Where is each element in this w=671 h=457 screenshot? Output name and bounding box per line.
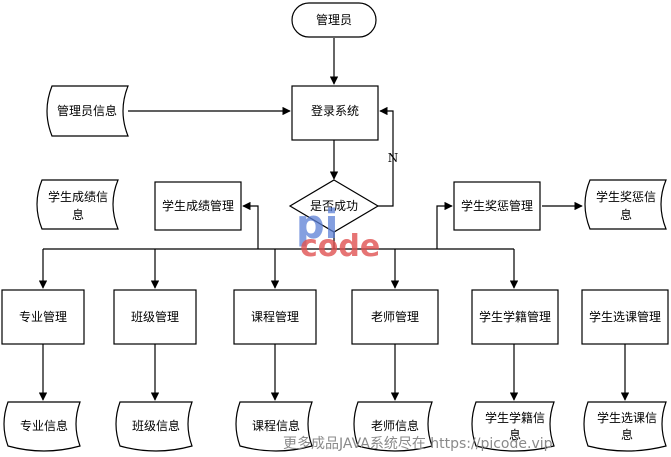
course-info-store [235, 401, 313, 452]
major-mgmt-box [1, 289, 85, 345]
watermark-logo-pi: pi [296, 202, 338, 248]
watermark-footer: 更多成品JAVA系统尽在 https://picode.vip [283, 435, 553, 452]
class-info-store [115, 401, 193, 452]
course-mgmt-box [233, 289, 317, 345]
score-info-label-line2: 息 [72, 207, 84, 222]
login-label: 登录系统 [311, 103, 359, 118]
reward-mgmt-label: 学生奖惩管理 [461, 198, 533, 213]
major-info-store [3, 401, 81, 452]
watermark-logo: pi code [296, 202, 380, 264]
select-info-store [583, 401, 667, 452]
edge-decision-no-loop [378, 106, 394, 207]
score-mgmt-label: 学生成绩管理 [162, 198, 234, 213]
course-mgmt-label: 课程管理 [251, 309, 299, 324]
select-info-label-line1: 学生选课信 [597, 410, 657, 425]
score-info-store [36, 179, 119, 230]
watermark-logo-code: code [300, 229, 380, 264]
select-mgmt-box [581, 289, 669, 345]
reward-info-label-line1: 学生奖惩信 [596, 189, 656, 204]
class-info-label: 班级信息 [132, 418, 180, 433]
roll-info-store [471, 401, 555, 452]
edge-to-reward-mgmt [436, 201, 453, 249]
decision-label: 是否成功 [310, 199, 358, 213]
roll-mgmt-box [471, 289, 559, 345]
connectors [38, 38, 630, 401]
teacher-info-store [353, 401, 433, 452]
reward-info-store [584, 179, 667, 230]
teacher-mgmt-label: 老师管理 [371, 309, 419, 324]
select-info-label-line2: 息 [621, 427, 633, 442]
class-mgmt-box [113, 289, 197, 345]
admin-label: 管理员 [316, 12, 352, 27]
no-branch-label: N [388, 151, 399, 165]
edge-to-score-mgmt [242, 201, 259, 249]
reward-info-label-line2: 息 [620, 207, 632, 222]
teacher-mgmt-box [351, 289, 439, 345]
admin-info-label: 管理员信息 [57, 103, 117, 118]
major-info-label: 专业信息 [20, 418, 68, 433]
teacher-info-label: 老师信息 [371, 418, 419, 433]
roll-mgmt-label: 学生学籍管理 [479, 309, 551, 324]
select-mgmt-label: 学生选课管理 [589, 309, 661, 324]
reward-mgmt-box [453, 181, 541, 231]
score-mgmt-box [154, 181, 242, 231]
decision-diamond [288, 179, 380, 233]
roll-info-label-line2: 息 [509, 427, 521, 442]
score-info-label-line1: 学生成绩信 [48, 189, 108, 204]
roll-info-label-line1: 学生学籍信 [485, 410, 545, 425]
major-mgmt-label: 专业管理 [19, 309, 67, 324]
admin-info-store [46, 85, 129, 137]
login-box [291, 85, 379, 141]
class-mgmt-label: 班级管理 [131, 309, 179, 324]
course-info-label: 课程信息 [252, 418, 300, 433]
admin-terminator [291, 2, 377, 38]
